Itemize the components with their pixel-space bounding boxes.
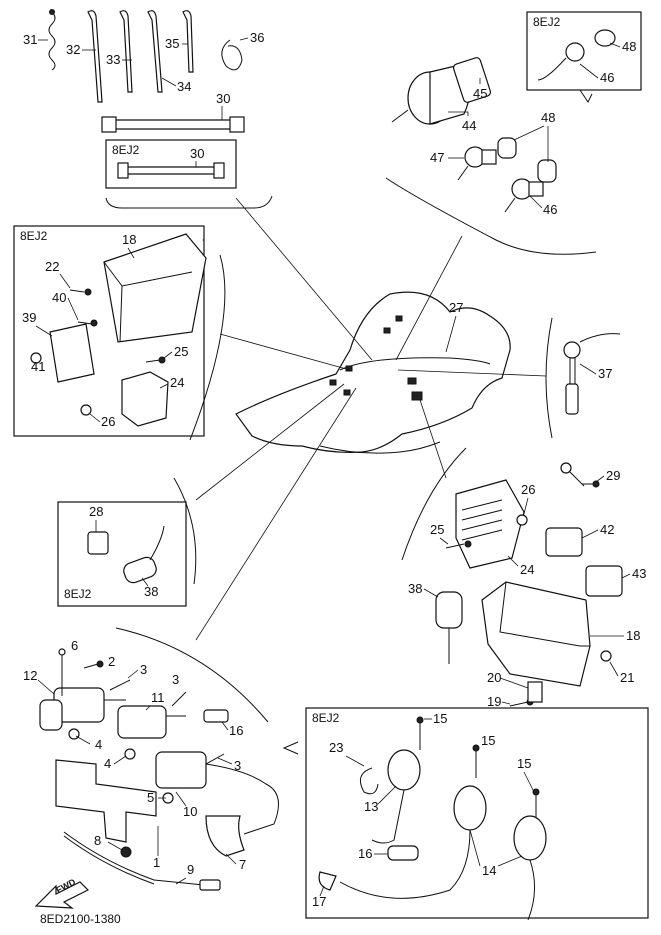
label-part-7: 7: [239, 857, 246, 872]
label-part-32: 32: [66, 42, 80, 57]
group-fuse: [545, 317, 621, 439]
label-part-10: 10: [183, 804, 197, 819]
label-part-37: 37: [598, 366, 612, 381]
label-part-2: 2: [108, 654, 115, 669]
group-key-switch: [385, 11, 642, 255]
label-part-26: 26: [101, 414, 115, 429]
label-part-34: 34: [177, 79, 191, 94]
label-part-46b: 46: [543, 202, 557, 217]
label-part-12: 12: [23, 668, 37, 683]
label-part-11: 11: [151, 690, 165, 705]
label-part-46: 46: [600, 70, 614, 85]
label-part-42: 42: [600, 522, 614, 537]
label-part-28: 28: [89, 504, 103, 519]
group-connector-inset: [57, 477, 197, 607]
label-part-38b: 38: [408, 581, 422, 596]
label-part-25: 25: [174, 344, 188, 359]
label-part-3b: 3: [172, 672, 179, 687]
part-labels: 31 32 33 34 35 36 30 8EJ2 30 8EJ2 48 46 …: [20, 15, 646, 926]
label-part-15: 15: [433, 711, 447, 726]
label-part-22: 22: [45, 259, 59, 274]
label-part-43: 43: [632, 566, 646, 581]
label-part-24b: 24: [520, 562, 534, 577]
variant-tag: 8EJ2: [20, 229, 48, 243]
label-part-16b: 16: [358, 846, 372, 861]
group-leader-lines: [195, 197, 547, 641]
label-part-27: 27: [449, 300, 463, 315]
label-part-1: 1: [153, 855, 160, 870]
label-part-17: 17: [312, 894, 326, 909]
label-part-9: 9: [187, 862, 194, 877]
label-part-29: 29: [606, 468, 620, 483]
label-part-3: 3: [140, 662, 147, 677]
label-part-30: 30: [216, 91, 230, 106]
label-part-47: 47: [430, 150, 444, 165]
label-part-4b: 4: [104, 756, 111, 771]
variant-tag: 8EJ2: [112, 143, 140, 157]
label-part-6: 6: [71, 638, 78, 653]
label-part-16: 16: [229, 723, 243, 738]
label-part-18: 18: [122, 232, 136, 247]
label-part-30-inset: 30: [190, 146, 204, 161]
label-part-31: 31: [23, 32, 37, 47]
label-part-18b: 18: [626, 628, 640, 643]
label-part-39: 39: [22, 310, 36, 325]
label-part-40: 40: [52, 290, 66, 305]
label-part-23: 23: [329, 740, 343, 755]
label-part-45: 45: [473, 86, 487, 101]
document-reference: 8ED2100-1380: [40, 912, 121, 926]
label-part-33: 33: [106, 52, 120, 67]
label-part-35: 35: [165, 36, 179, 51]
label-part-44: 44: [462, 118, 476, 133]
label-part-14: 14: [482, 863, 496, 878]
label-part-15c: 15: [517, 756, 531, 771]
label-part-38: 38: [144, 584, 158, 599]
group-cable-ties: [48, 9, 273, 209]
label-part-5: 5: [147, 790, 154, 805]
group-cdi-unit: [13, 225, 226, 441]
label-part-25b: 25: [430, 522, 444, 537]
label-part-4: 4: [95, 737, 102, 752]
label-part-21: 21: [620, 670, 634, 685]
group-coils-inset: [282, 707, 649, 921]
label-part-48b: 48: [541, 110, 555, 125]
variant-tag: 8EJ2: [312, 711, 340, 725]
label-part-3c: 3: [234, 758, 241, 773]
label-part-36: 36: [250, 30, 264, 45]
label-part-19: 19: [487, 694, 501, 709]
label-part-41: 41: [31, 359, 45, 374]
group-ignition-coils: [34, 627, 279, 909]
label-part-48: 48: [622, 39, 636, 54]
group-snowmobile-body: [235, 291, 511, 454]
label-part-20: 20: [487, 670, 501, 685]
label-part-26b: 26: [521, 482, 535, 497]
label-part-8: 8: [94, 833, 101, 848]
label-part-24: 24: [170, 375, 184, 390]
label-part-15b: 15: [481, 733, 495, 748]
group-regulator: [401, 447, 623, 707]
label-part-13: 13: [364, 799, 378, 814]
variant-tag: 8EJ2: [64, 587, 92, 601]
variant-tag: 8EJ2: [533, 15, 561, 29]
